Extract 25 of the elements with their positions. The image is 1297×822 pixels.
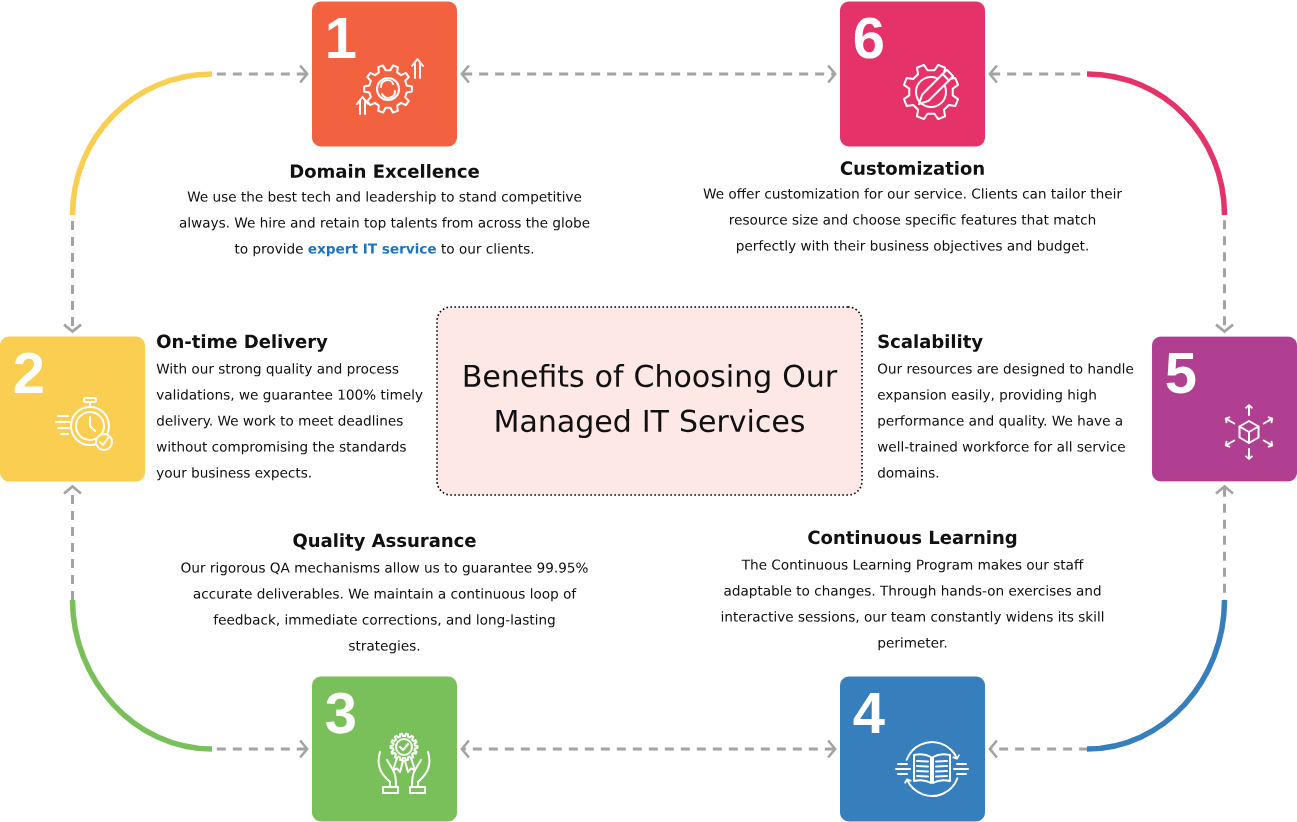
description: With our strong quality and process validations, we guarantee 100% timely delivery. We work to meet deadlines without compromising the standards your business expects. <box>156 363 423 481</box>
description: Our resources are designed to handle expansion easily, providing high performance and quality. We have a well-trained workforce for all service domains. <box>877 363 1134 478</box>
description: Our rigorous QA mechanisms allow us to guarantee 99.95% accurate deliverables. We maintain a continuous loop of feedback, immediate corrections, and long-lasting strategies. <box>181 562 588 654</box>
number-tile: 5 <box>1152 336 1297 482</box>
arrow <box>63 64 309 334</box>
number-tile: 6 <box>840 1 985 147</box>
heading: Continuous Learning <box>808 530 1017 548</box>
heading: Scalability <box>878 334 983 352</box>
arrow <box>63 484 309 759</box>
arrow <box>460 739 837 759</box>
title-box: Benefits of Choosing Our Managed IT Services <box>436 306 863 496</box>
heading: Quality Assurance <box>293 533 476 551</box>
description: We offer customization for our service. Clients can tailor their resource size and choose specific features that match perfectly with their business objectives and budget. <box>703 188 1122 254</box>
number-tile: 3 <box>312 676 457 822</box>
number-tile: 2 <box>0 336 145 482</box>
number-tile: 1 <box>312 1 457 147</box>
arrow <box>988 484 1234 759</box>
heading: Customization <box>840 161 984 175</box>
arrow <box>988 64 1234 334</box>
number-tile: 4 <box>840 676 985 822</box>
heading: On-time Delivery <box>157 334 328 352</box>
heading: Domain Excellence <box>290 164 479 178</box>
arrow <box>460 64 837 84</box>
description: The Continuous Learning Program makes our staff adaptable to changes. Through hands-on exercises and interactive sessions, our team constantly widens its skill perimeter. <box>721 559 1104 651</box>
description: We use the best tech and leadership to stand competitive always. We hire and retain top talents from across the globe to provide expert IT service to our clients. <box>179 191 590 257</box>
